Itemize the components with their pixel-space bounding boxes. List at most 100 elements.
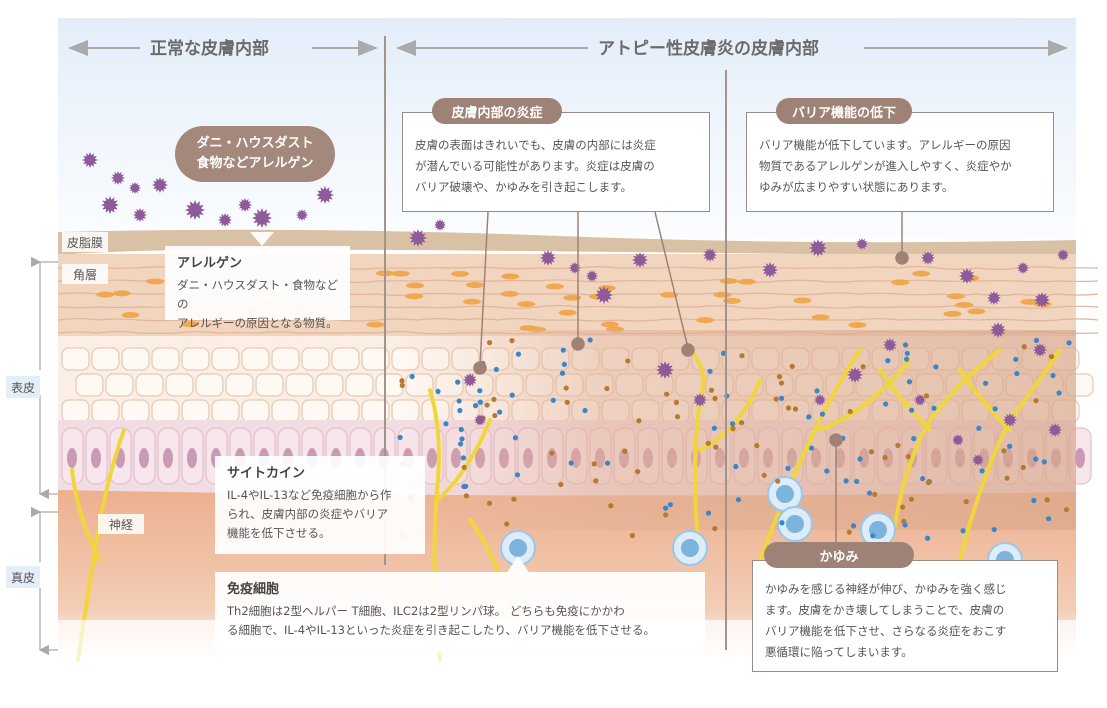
cytokine-info-title: サイトカイン [227,466,306,481]
cytokine-dot [885,358,891,364]
barrier-line1: バリア機能が低下しています。アレルギーの原因 [759,138,1011,152]
cytokine-dot [486,500,493,506]
corneum-cell-nucleus [793,297,812,304]
cytokine-dot [493,366,499,373]
cytokine-dot [604,460,611,466]
immune-cell-nucleus [776,485,794,503]
allergen-particle [987,291,1001,305]
corneum-cell-nucleus [912,270,931,277]
cytokine-dot [843,478,849,484]
cytokine-dot [461,464,467,470]
normal-skin-header: 正常な皮膚内部 [150,39,269,59]
cytokine-info-line1: IL-4やIL-13など免疫細胞から作 [227,488,392,502]
cytokine-dot [582,407,588,414]
itch-line1: かゆみを感じる神経が伸び、かゆみを強く感じ [765,582,1007,596]
cytokine-dot [1048,353,1055,360]
corneum-cell-nucleus [405,293,424,300]
corneum-cell-nucleus [946,293,965,300]
basal-cell-nucleus [91,448,101,468]
allergen-particle [990,322,1006,338]
itch-line4: 悪循環に陥ってしまいます。 [765,645,913,659]
cytokine-dot [1056,390,1062,396]
corneum-cell-nucleus [96,291,115,298]
allergen-particle [296,209,308,221]
immune-info-line1: Th2細胞は2型ヘルパー T細胞、ILC2は2型リンパ球。 どちらも免疫にかかわ [227,604,625,618]
cytokine-dot [667,502,673,508]
allergen-particle [111,171,125,185]
corneum-cell-nucleus [517,301,536,308]
cytokine-dot [931,405,937,411]
cytokine-dot [625,358,631,364]
corneum-cell-nucleus [848,322,867,329]
cytokine-dot [882,455,888,461]
cytokine-dot [901,518,907,524]
allergen-particle [703,248,717,262]
cytokine-dot [491,396,497,403]
cytokine-dot [868,449,875,455]
cytokine-dot [739,420,745,426]
corneum-cell-nucleus [723,297,742,304]
cytokine-dot [778,395,785,401]
corneum-cell-nucleus [181,321,200,328]
cytokine-dot [460,455,467,461]
barrier-line3: ゆみが広まりやすい状態にあります。 [759,180,954,194]
corneum-cell-nucleus [891,279,910,286]
cytokine-dot [785,465,791,471]
allergen-particle [972,454,984,466]
cytokine-dot [733,463,739,470]
epidermal-cell [61,347,90,371]
epidermal-cell [105,373,134,397]
allergen-info-box: アレルゲン ダニ・ハウスダスト・食物などの アレルギーの原因となる物質。 [165,246,350,330]
cytokine-dot [622,448,628,454]
cytokine-info-box: サイトカイン IL-4やIL-13など免疫細胞から作 られ、皮膚内部の炎症やバリ… [215,456,425,554]
epidermal-cell [271,347,300,371]
corneum-cell-nucleus [713,291,732,298]
cytokine-dot [560,347,566,353]
cytokine-dot [925,480,932,486]
allergen-bubble-line2: 食物などアレルゲン [196,156,314,171]
inflammation-line1: 皮膚の表面はきれいでも、皮膚の内部には炎症 [415,138,656,152]
cytokine-dot [963,499,969,505]
epidermal-cell [331,399,360,423]
nerve-fiber [436,418,492,502]
cytokine-dot [1050,372,1056,379]
cytokine-dot [1063,507,1070,513]
inflammation-line2: が潜んでいる可能性があります。炎症は皮膚の [415,159,655,173]
allergen-bubble: ダニ・ハウスダスト 食物などアレルゲン [175,126,335,182]
epidermis-label: 表皮 [6,376,40,398]
barrier-title-pill: バリア機能の低下 [776,98,912,124]
corneum-cell-nucleus [737,278,756,285]
cytokine-dot [1033,398,1039,404]
allergen-particle [809,239,827,257]
cytokine-dot [854,478,860,485]
allergen-particle [133,208,147,222]
corneum-cell-nucleus [146,278,165,285]
cytokine-dot [550,397,556,403]
cytokine-dot [635,469,641,475]
nerve-label: 神経 [98,514,144,534]
immune-info-line2: る細胞で、IL-4やIL-13といった炎症を引き起こしたり、バリア機能を低下させ… [227,623,656,637]
corneum-cell-nucleus [406,282,425,289]
basal-cell-nucleus [139,448,149,468]
cytokine-dot [472,403,479,409]
immune-info-box: 免疫細胞 Th2細胞は2型ヘルパー T細胞、ILC2は2型リンパ球。 どちらも免… [215,572,705,652]
cytokine-dot [707,368,713,374]
cytokine-dot [908,496,915,502]
corneum-cell-nucleus [121,312,140,319]
cytokine-dot [872,491,878,498]
cytokine-info-line3: 機能を低下させる。 [227,526,331,540]
allergen-particle [656,361,674,379]
barrier-line2: 物質であるアレルゲンが進入しやすく、炎症やか [759,159,1012,173]
cytokine-dot [463,483,469,489]
epidermal-cell [361,347,390,371]
cytokine-dot [1004,475,1010,481]
cytokine-dot [561,361,567,368]
allergen-particle [1034,292,1050,308]
allergen-particle [152,177,168,193]
cytokine-dot [587,337,593,343]
allergen-particle [316,186,334,204]
allergen-particle [883,338,897,352]
cytokine-dot [399,382,405,389]
itch-callout: かゆみを感じる神経が伸び、かゆみを強く感じ ます。皮膚をかき壊してしまうことで、… [752,560,1058,672]
allergen-bubble-line1: ダニ・ハウスダスト [196,136,314,151]
